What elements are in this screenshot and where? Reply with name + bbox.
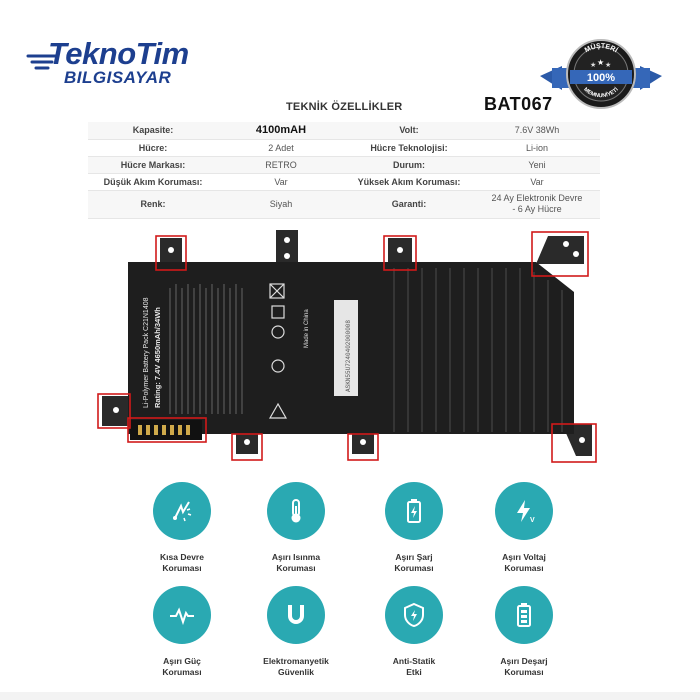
- battery-discharge-icon: [517, 603, 531, 627]
- svg-text:MÜŞTERİ: MÜŞTERİ: [584, 42, 619, 55]
- spec-value: 4100mAH: [218, 122, 344, 140]
- badge-top-text: MÜŞTERİ: [584, 42, 619, 55]
- svg-text:★: ★: [597, 58, 604, 67]
- bottom-strip: [0, 692, 700, 700]
- spec-key: Volt:: [344, 122, 474, 140]
- spec-value: 7.6V 38Wh: [474, 122, 600, 140]
- power-wave-icon: [170, 607, 194, 626]
- battery-image: Li-Polymer Battery Pack C21N1408 Rating:…: [97, 230, 597, 463]
- spec-key: Renk:: [88, 190, 218, 219]
- spec-row: Düşük Akım Koruması: Var Yüksek Akım Kor…: [88, 173, 600, 191]
- badge-percent: 100%: [587, 72, 615, 84]
- spec-key: Düşük Akım Koruması:: [88, 173, 218, 191]
- svg-text:V: V: [530, 517, 535, 524]
- satisfaction-badge: MÜŞTERİ ★ ★ ★ 100% MEMNUNİYETİ: [540, 39, 662, 109]
- model-code: BAT067: [484, 94, 553, 114]
- spec-value: Siyah: [218, 190, 344, 219]
- spec-table: Kapasite: 4100mAH Volt: 7.6V 38Wh Hücre:…: [88, 122, 600, 219]
- spec-row: Kapasite: 4100mAH Volt: 7.6V 38Wh: [88, 122, 600, 140]
- thermometer-icon: [291, 499, 301, 523]
- spec-key: Durum:: [344, 156, 474, 174]
- svg-text:★: ★: [590, 61, 596, 69]
- spec-key: Kapasite:: [88, 122, 218, 140]
- short-circuit-icon: [173, 501, 192, 522]
- spec-value: 24 Ay Elektronik Devre- 6 Ay Hücre: [474, 190, 600, 219]
- spec-row: Renk: Siyah Garanti: 24 Ay Elektronik De…: [88, 190, 600, 219]
- logo-wordmark: TeknoTim: [48, 36, 189, 71]
- logo-subtitle: BILGISAYAR: [64, 68, 172, 87]
- battery-type-text: Li-Polymer Battery Pack C21N1408: [143, 297, 150, 408]
- magnet-icon: [288, 605, 304, 624]
- spec-value: Var: [218, 173, 344, 191]
- spec-key: Yüksek Akım Koruması:: [344, 173, 474, 191]
- spec-title: TEKNİK ÖZELLİKLER: [286, 101, 403, 113]
- spec-row: Hücre Markası: RETRO Durum: Yeni: [88, 156, 600, 174]
- spec-row: Hücre: 2 Adet Hücre Teknolojisi: Li-ion: [88, 139, 600, 157]
- spec-key: Hücre:: [88, 139, 218, 157]
- spec-key: Hücre Markası:: [88, 156, 218, 174]
- sticker-serial: ASKN55U7240402000008: [345, 320, 352, 392]
- battery-rating-text: Rating: 7.4V 4650mAh/34Wh: [153, 307, 162, 408]
- shield-icon: [404, 602, 424, 628]
- teknotim-logo: TeknoTim BILGISAYAR: [26, 36, 246, 96]
- made-in-text: Made in China: [304, 309, 310, 348]
- voltage-bolt-icon: V: [517, 500, 535, 524]
- spec-value: RETRO: [218, 156, 344, 174]
- spec-value: 2 Adet: [218, 139, 344, 157]
- logo-swoosh-icon: [26, 54, 58, 70]
- svg-text:★: ★: [605, 61, 611, 69]
- spec-key: Garanti:: [344, 190, 474, 219]
- spec-value: Yeni: [474, 156, 600, 174]
- spec-key: Hücre Teknolojisi:: [344, 139, 474, 157]
- battery-charge-icon: [407, 499, 421, 523]
- spec-value: Li-ion: [474, 139, 600, 157]
- spec-value: Var: [474, 173, 600, 191]
